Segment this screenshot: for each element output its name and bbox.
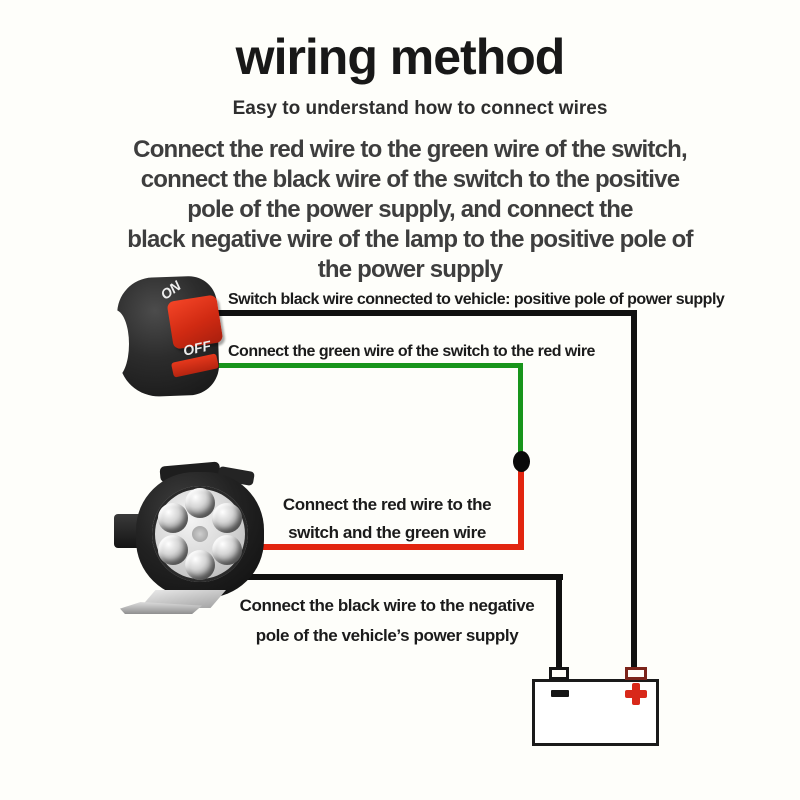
led-reflector [212,503,242,533]
battery-terminal-negative [549,667,569,680]
instruction-line: connect the black wire of the switch to … [140,166,680,193]
switch-mount-notch [101,310,129,378]
junction-dot-icon [513,451,530,472]
red-wire-horizontal [262,544,524,550]
led-lamp-image [114,461,268,614]
instruction-line: black negative wire of the lamp to the p… [127,226,693,253]
led-reflector [158,535,188,565]
battery-terminal-positive [625,667,647,680]
battery-plus-icon [625,683,647,705]
lamp-bracket-foot [120,602,202,614]
led-reflector [185,550,215,580]
page-title: wiring method [235,29,566,85]
instruction-line: the power supply [317,256,503,283]
switch-black-wire-horizontal [218,310,637,316]
label-red-wire: Connect the red wire to the switch and t… [282,495,492,542]
led-reflector [158,503,188,533]
green-wire-vertical [518,363,523,458]
green-wire-horizontal [218,363,523,368]
red-wire-vertical [518,466,524,550]
handlebar-switch-image: ON OFF [101,274,226,402]
label-green-wire: Connect the green wire of the switch to … [228,343,595,360]
led-reflector [212,535,242,565]
switch-black-wire-vertical [631,310,637,669]
instruction-line: Connect the red wire to the green wire o… [133,136,687,163]
battery-minus-icon [551,690,569,697]
lamp-black-wire-vertical [556,574,562,668]
instruction-line: pole of the power supply, and connect th… [187,196,633,223]
page-subtitle: Easy to understand how to connect wires [232,98,608,119]
instructions-paragraph: Connect the red wire to the green wire o… [80,135,740,285]
label-switch-black-wire: Switch black wire connected to vehicle: … [228,291,725,308]
led-reflector [185,488,215,518]
lamp-black-wire-horizontal [246,574,563,580]
label-black-wire: Connect the black wire to the negative p… [239,596,535,645]
lamp-center-hub [192,526,208,542]
